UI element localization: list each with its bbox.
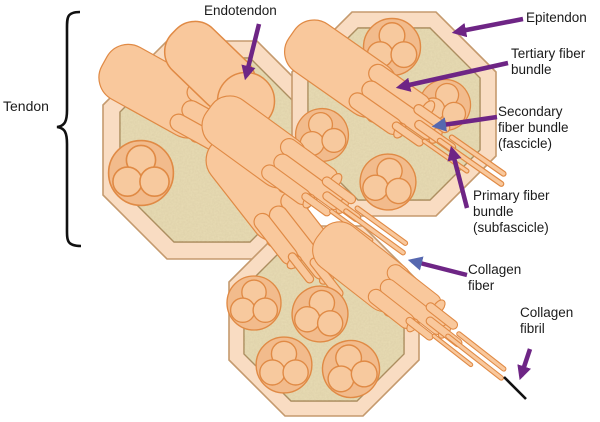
tendon-bracket	[56, 10, 82, 248]
label-primary-fiber-bundle: Primary fiber bundle (subfascicle)	[473, 188, 550, 235]
arrow-primary-fiber-bundle	[447, 145, 470, 209]
label-collagen-fiber: Collagen fiber	[468, 262, 522, 293]
label-collagen-fibril: Collagen fibril	[520, 305, 574, 336]
arrow-tertiary-fiber-bundle	[395, 60, 509, 92]
arrow-collagen-fiber	[407, 256, 468, 278]
fascicle-group-top-right	[274, 9, 511, 217]
label-tertiary-fiber-bundle: Tertiary fiber bundle	[511, 46, 586, 77]
fascicle-cross-section	[226, 275, 282, 331]
arrow-epitendon	[451, 16, 524, 38]
label-tendon: Tendon	[3, 98, 49, 114]
label-endotendon: Endotendon	[204, 3, 277, 18]
arrow-endotendon	[241, 23, 262, 81]
collagen-fibril-line	[503, 376, 527, 400]
callout-arrows	[241, 16, 533, 381]
label-secondary-fiber-bundle: Secondary fiber bundle (fascicle)	[498, 104, 569, 151]
arrow-secondary-fiber-bundle	[431, 114, 498, 132]
fascicle-cross-section	[255, 336, 313, 394]
fascicle-group-bottom	[192, 86, 511, 417]
arrow-collagen-fibril	[517, 348, 533, 381]
label-epitendon: Epitendon	[526, 10, 587, 25]
fascicle-cross-section	[107, 139, 175, 207]
